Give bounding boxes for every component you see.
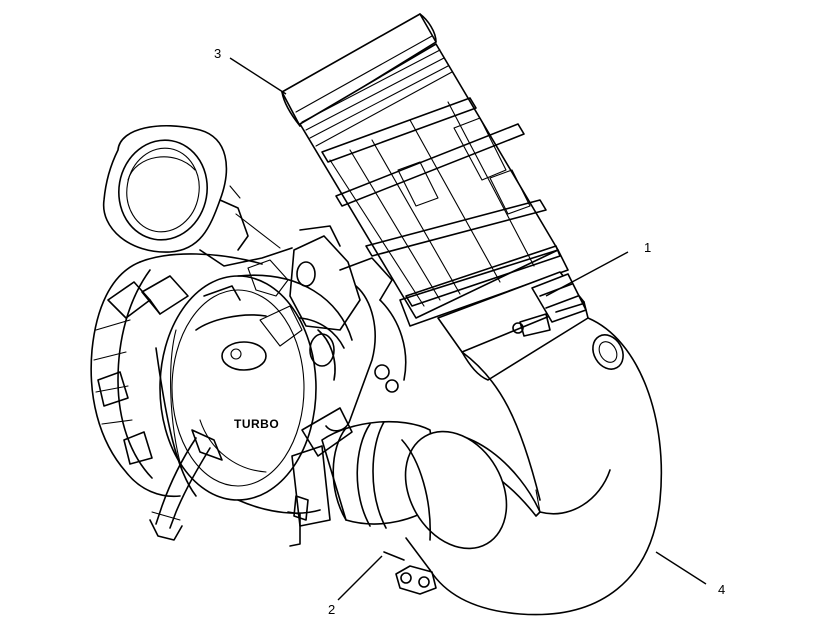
compressor-housing xyxy=(155,274,353,514)
callout-3-leader xyxy=(229,57,287,95)
mounting-bracket xyxy=(247,225,407,432)
callout-2-leader xyxy=(337,555,383,601)
oil-line xyxy=(149,429,223,541)
turbine-housing xyxy=(90,253,263,498)
callout-1: 1 xyxy=(545,240,651,297)
callout-4-label: 4 xyxy=(718,582,725,597)
turbo-stamp-label: TURBO xyxy=(234,417,279,431)
callout-2: 2 xyxy=(328,555,383,617)
hose-clamp-upper xyxy=(437,271,589,381)
callout-2-label: 2 xyxy=(328,602,335,617)
exhaust-flange xyxy=(102,124,293,267)
callout-3: 3 xyxy=(214,46,287,95)
hose-coupling-lower xyxy=(287,407,508,595)
callout-1-label: 1 xyxy=(644,240,651,255)
air-intake-hose xyxy=(281,13,569,327)
callout-4: 4 xyxy=(655,551,725,597)
callout-1-leader xyxy=(545,251,629,297)
callout-4-leader xyxy=(655,551,707,585)
callout-3-label: 3 xyxy=(214,46,221,61)
